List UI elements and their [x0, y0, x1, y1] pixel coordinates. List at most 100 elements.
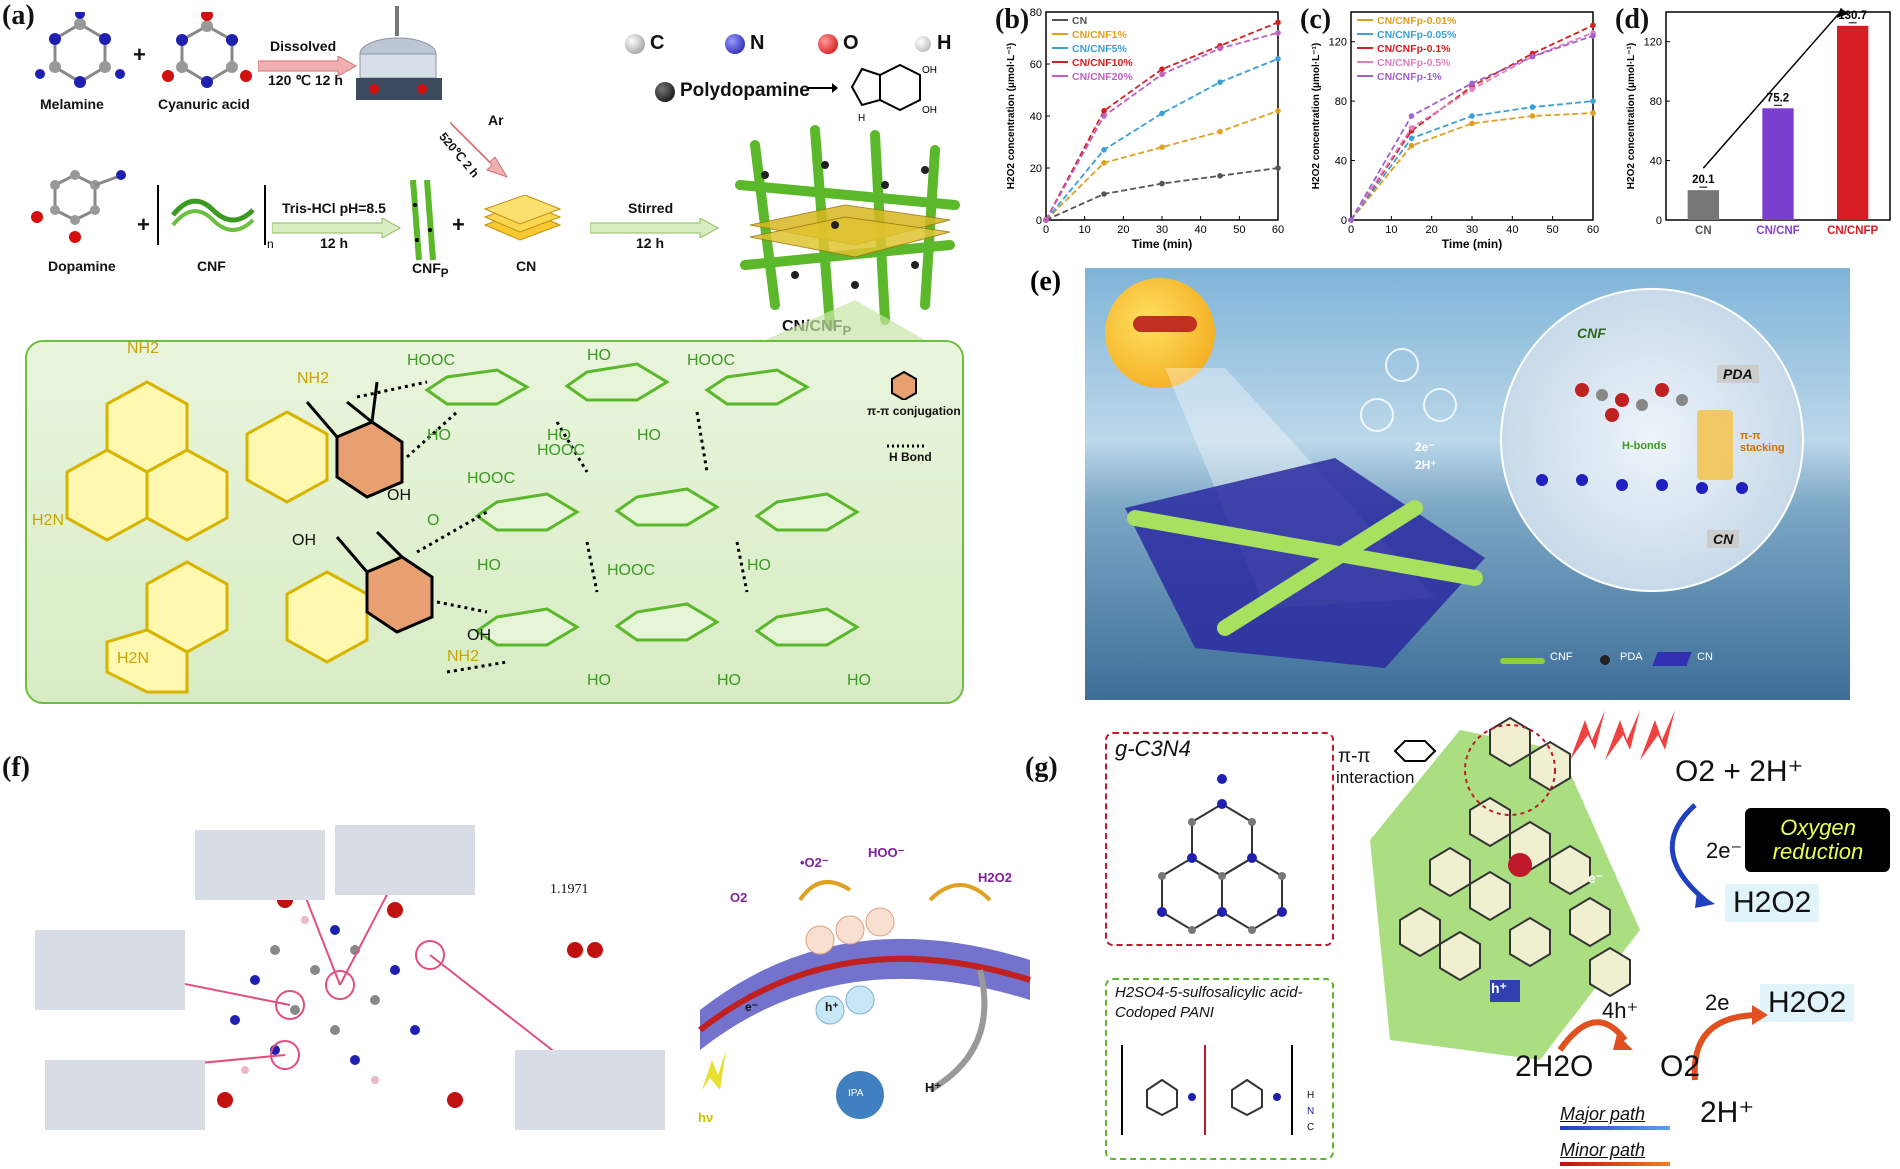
- photocatalysis-mechanism: [698, 880, 1031, 1119]
- trend-arrow: [1702, 13, 1840, 169]
- struct-label-ho-3: HO: [547, 427, 571, 444]
- carbon-atom-label: C: [650, 32, 665, 54]
- sunglasses-icon: [1133, 316, 1197, 332]
- data-point: [1159, 66, 1165, 72]
- h2o2-bubble-2: [1360, 398, 1394, 432]
- f-ipa-label: IPA: [848, 1088, 864, 1099]
- struct-label-ho-8: HO: [717, 672, 741, 689]
- reaction-arrow-1: [258, 56, 358, 76]
- struct-label-hooc-1: HOOC: [407, 352, 455, 369]
- h2o2-product-2: H2O2: [1760, 984, 1855, 1022]
- data-point: [1101, 113, 1107, 119]
- molecular-interaction-box: NH2 NH2 H2N H2N HOOC HOOC HOOC HOOC HOOC…: [25, 340, 964, 704]
- x-tick-label: 10: [1079, 224, 1091, 236]
- data-point: [1217, 173, 1223, 179]
- cnf-pda-cn-model: [1536, 383, 1748, 494]
- arrow1-top-label: Dissolved: [270, 38, 337, 54]
- arrow4-bottom-label: 12 h: [636, 235, 665, 251]
- panel-g-label: (g): [1025, 752, 1058, 783]
- oxygen-reduction-label: Oxygen reduction: [1772, 815, 1864, 864]
- panel-e-label: (e): [1030, 266, 1062, 297]
- data-point: [1217, 128, 1223, 135]
- panel-f-label: (f): [2, 752, 30, 783]
- polydopamine-structure: OH OH H: [850, 63, 937, 124]
- struct-label-oh-2: OH: [467, 627, 491, 644]
- x-axis-label: Time (min): [1132, 237, 1192, 251]
- x-tick-label: 50: [1547, 224, 1559, 236]
- data-point: [1101, 147, 1107, 153]
- y-tick-label: 80: [1335, 96, 1347, 108]
- svg-text:OH: OH: [922, 105, 937, 116]
- y-tick-label: 0: [1341, 215, 1347, 227]
- hydrogen-atom-label: H: [937, 32, 952, 54]
- h2o2-bubble-3: [1423, 388, 1457, 422]
- legend-label: CN/CNF1%: [1072, 29, 1128, 41]
- x-tick-label: 40: [1506, 224, 1518, 236]
- struct-label-hooc-2: HOOC: [687, 352, 735, 369]
- cn-layers-icon: [483, 195, 562, 241]
- series-line: [1350, 100, 1594, 221]
- x-tick-label: 60: [1587, 224, 1599, 236]
- e-label-2e: 2e⁻: [1415, 440, 1435, 454]
- series-line: [1045, 167, 1279, 221]
- melamine-label: Melamine: [40, 96, 104, 112]
- struct-label-ho-9: HO: [847, 672, 871, 689]
- value-label: 20.1: [1692, 174, 1715, 186]
- y-tick-label: 40: [1030, 111, 1042, 123]
- g-o2-product-label: O2: [1660, 1050, 1701, 1083]
- pani-legend-n: N: [1307, 1106, 1315, 1117]
- cn-legend-icon: [1652, 652, 1692, 666]
- h2o2-bubble-1: [1385, 348, 1419, 382]
- struct-label-ho-2: HO: [587, 347, 611, 364]
- y-tick-label: 120: [1329, 37, 1347, 49]
- arrow2-gas-label: Ar: [488, 112, 504, 128]
- struct-label-hooc-4: HOOC: [467, 470, 515, 487]
- data-point: [1590, 32, 1596, 39]
- data-point: [1101, 108, 1107, 114]
- f-superoxide-label: •O2⁻: [800, 855, 829, 870]
- x-tick-label: 0: [1043, 224, 1049, 236]
- plus-sign-3: +: [452, 212, 465, 237]
- zoom-circle: CNF PDA H-bonds π-π stacking CN: [1500, 288, 1804, 592]
- x-axis-label: Time (min): [1442, 237, 1502, 251]
- g-hole-label: h⁺: [1491, 980, 1507, 996]
- series-line: [1045, 21, 1279, 221]
- pani-structure-box: H2SO4-5-sulfosalicylic acid- Codoped PAN…: [1105, 978, 1334, 1160]
- legend-label: CN/CNF10%: [1072, 57, 1133, 69]
- data-point: [1275, 30, 1281, 36]
- pani-molecule: [1121, 1045, 1293, 1135]
- series-line: [1045, 109, 1279, 221]
- panel-b-label: (b): [995, 4, 1030, 35]
- f-h2o2-label: H2O2: [978, 870, 1012, 885]
- major-path-line: [1560, 1126, 1670, 1130]
- nitrogen-atom-label: N: [750, 32, 765, 54]
- x-tick-label: 60: [1272, 224, 1284, 236]
- svg-text:OH: OH: [922, 65, 937, 76]
- arrow3-bottom-label: 12 h: [320, 235, 349, 251]
- data-point: [1590, 110, 1596, 116]
- arrow1-bottom-label: 120 ℃ 12 h: [268, 72, 343, 88]
- svg-text:H: H: [858, 113, 865, 124]
- category-label: CN/CNF: [1756, 225, 1799, 237]
- y-axis-label: H2O2 concentration (μmol·L⁻¹): [1626, 43, 1637, 189]
- dopamine-label: Dopamine: [48, 258, 116, 274]
- f-proton-label: H⁺: [925, 1080, 942, 1095]
- data-point: [1101, 191, 1107, 197]
- lightning-icons: [1570, 710, 1675, 760]
- struct-label-nh2-1: NH2: [127, 340, 160, 357]
- bond-length-label: 1.1971: [550, 882, 589, 897]
- hbond-legend-label: H Bond: [889, 450, 932, 464]
- y-tick-label: 80: [1030, 7, 1042, 19]
- reaction-arrow-2: [449, 121, 509, 178]
- minor-path-label: Minor path: [1560, 1140, 1646, 1160]
- zoom-callout-wedge: [765, 300, 925, 340]
- hbond-legend-icon: [887, 444, 927, 448]
- e-cnf-label: CNF: [1577, 325, 1606, 341]
- plus-sign-2: +: [137, 212, 150, 237]
- oxidation-arrow: [1557, 1019, 1633, 1052]
- data-point: [1408, 125, 1415, 131]
- cyanuric-acid-label: Cyanuric acid: [158, 96, 250, 112]
- plus-sign-1: +: [133, 42, 146, 67]
